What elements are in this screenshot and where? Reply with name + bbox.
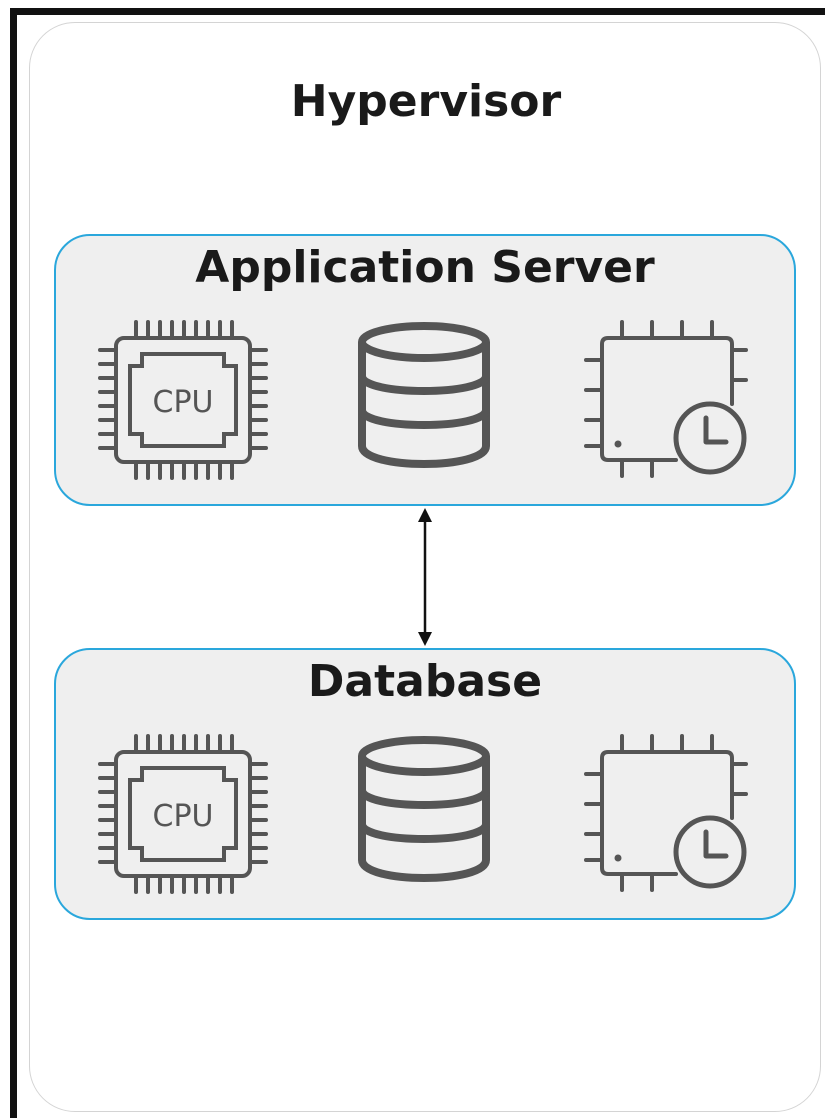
database-panel: Database [54,648,796,920]
application-server-panel: Application Server [54,234,796,506]
cpu-label: CPU [153,385,214,420]
hypervisor-title: Hypervisor [290,76,562,127]
application-server-title: Application Server [195,242,655,293]
cpu-label: CPU [153,799,214,834]
timer-chip-icon [584,320,754,480]
arrow-head-up [418,508,432,522]
cpu-icon: CPU [98,734,268,894]
timer-chip-icon [584,734,754,894]
bidirectional-arrow [418,508,432,646]
cpu-icon: CPU [98,320,268,480]
database-icon [352,734,502,884]
arrow-head-down [418,632,432,646]
database-title: Database [307,656,543,707]
database-icon [352,320,502,470]
